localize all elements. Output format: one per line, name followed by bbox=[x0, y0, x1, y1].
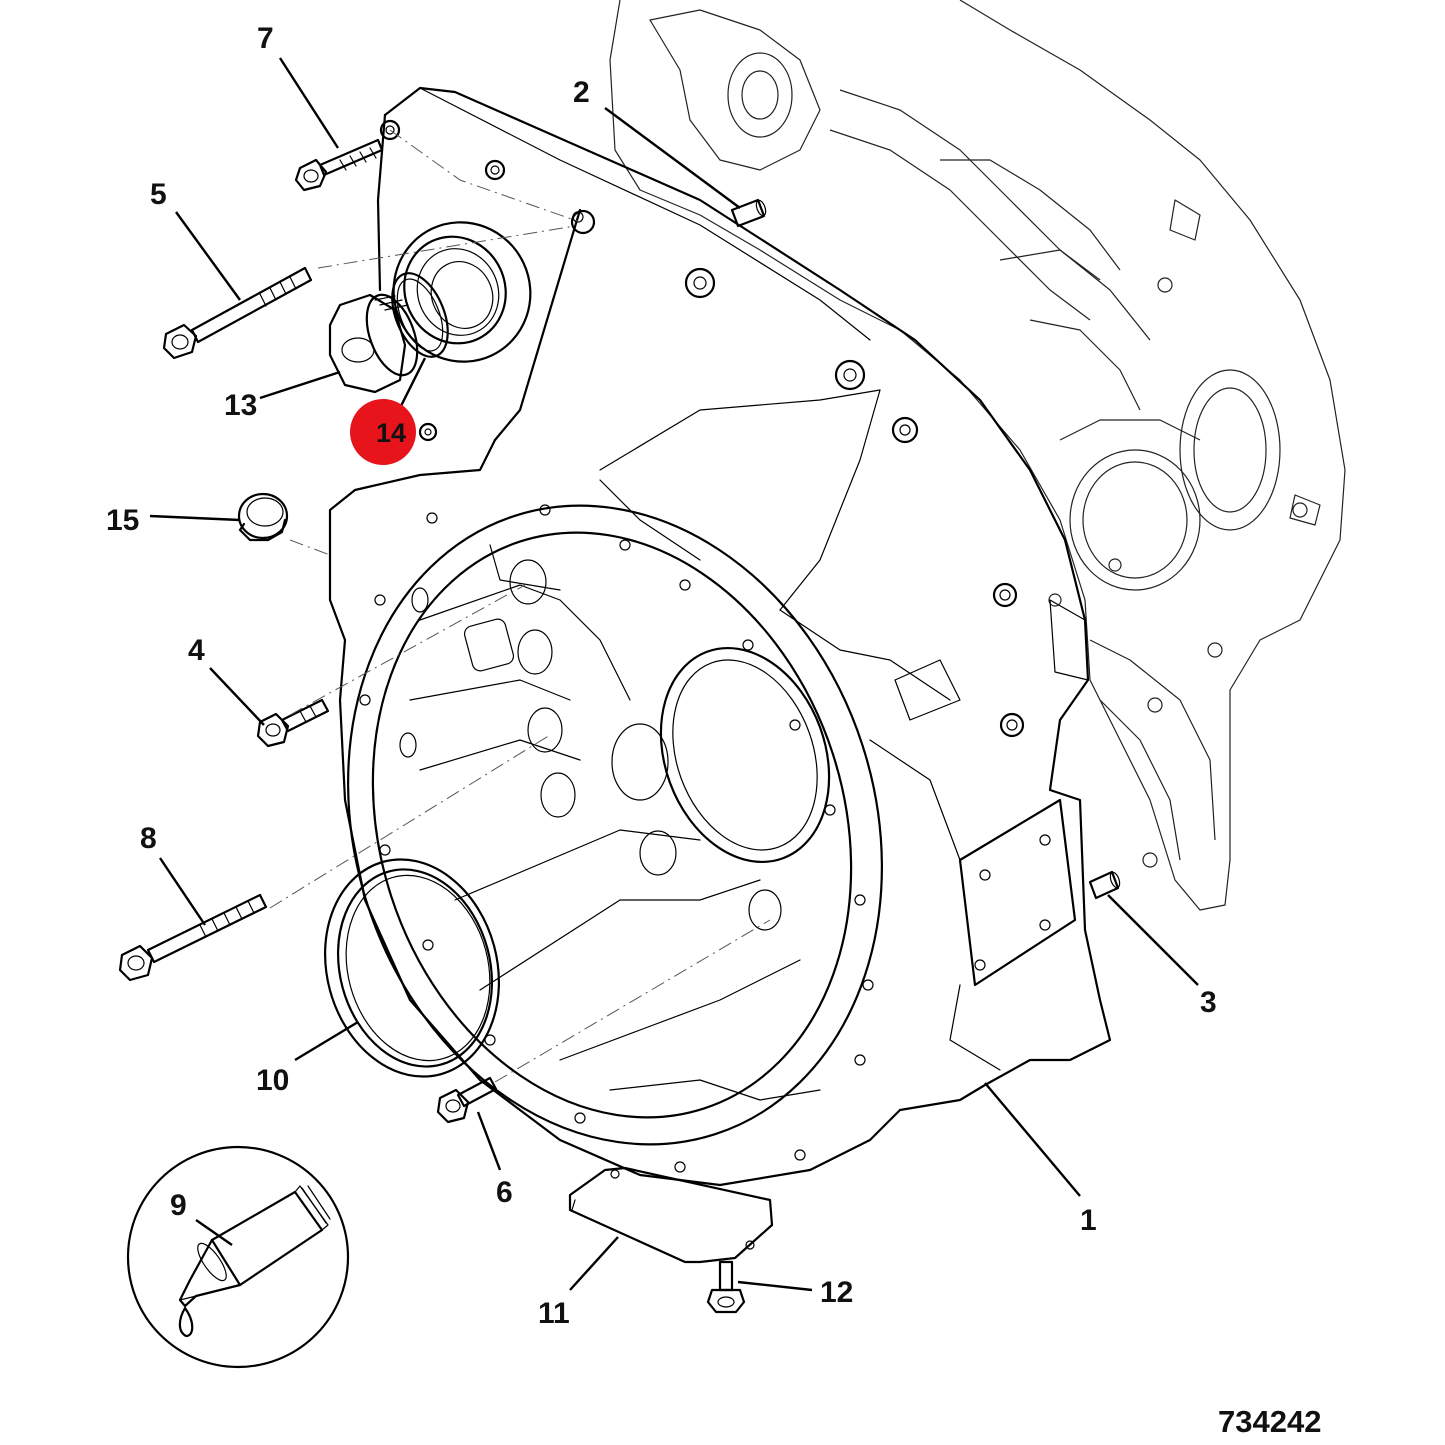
engine-block-background bbox=[609, 0, 1346, 911]
callout-label-2: 2 bbox=[573, 76, 590, 109]
callout-label-7: 7 bbox=[257, 22, 274, 55]
callout-label-4: 4 bbox=[188, 634, 205, 667]
bolt-4 bbox=[256, 698, 330, 748]
callout-label-13: 13 bbox=[224, 389, 257, 422]
callout-label-12: 12 bbox=[820, 1276, 853, 1309]
highlight-marker bbox=[350, 399, 416, 465]
callout-label-6: 6 bbox=[496, 1176, 513, 1209]
callout-label-8: 8 bbox=[140, 822, 157, 855]
leader-lines bbox=[149, 57, 1199, 1292]
bolt-8 bbox=[118, 893, 268, 982]
bolt-5 bbox=[162, 266, 313, 360]
dowel-pin-lower bbox=[1088, 870, 1121, 900]
bolt-7 bbox=[294, 138, 384, 192]
sealant-inset bbox=[126, 1145, 350, 1369]
bolt-12 bbox=[706, 1260, 746, 1314]
callout-label-9: 9 bbox=[170, 1189, 187, 1222]
cap bbox=[237, 492, 289, 542]
callout-label-10: 10 bbox=[256, 1064, 289, 1097]
o-ring bbox=[391, 272, 449, 358]
highlighted-callout-14[interactable]: 14 bbox=[350, 399, 416, 465]
callout-labels: 1 2 3 4 5 6 7 8 9 10 11 12 13 15 bbox=[106, 22, 1217, 1330]
flywheel-housing bbox=[328, 86, 1112, 1187]
callout-label-15: 15 bbox=[106, 504, 139, 537]
callout-label-11: 11 bbox=[538, 1297, 570, 1330]
cover-plate bbox=[568, 1166, 774, 1264]
bolt-6 bbox=[436, 1076, 498, 1124]
alignment-lines bbox=[269, 129, 771, 1083]
plug bbox=[328, 293, 419, 394]
dowel-pin-upper bbox=[730, 198, 767, 228]
callout-label-5: 5 bbox=[150, 178, 167, 211]
callout-label-14: 14 bbox=[376, 418, 406, 448]
seal-ring bbox=[324, 858, 500, 1078]
callout-label-3: 3 bbox=[1200, 986, 1217, 1019]
reference-number: 734242 bbox=[1218, 1404, 1321, 1439]
callout-label-1: 1 bbox=[1080, 1204, 1097, 1237]
